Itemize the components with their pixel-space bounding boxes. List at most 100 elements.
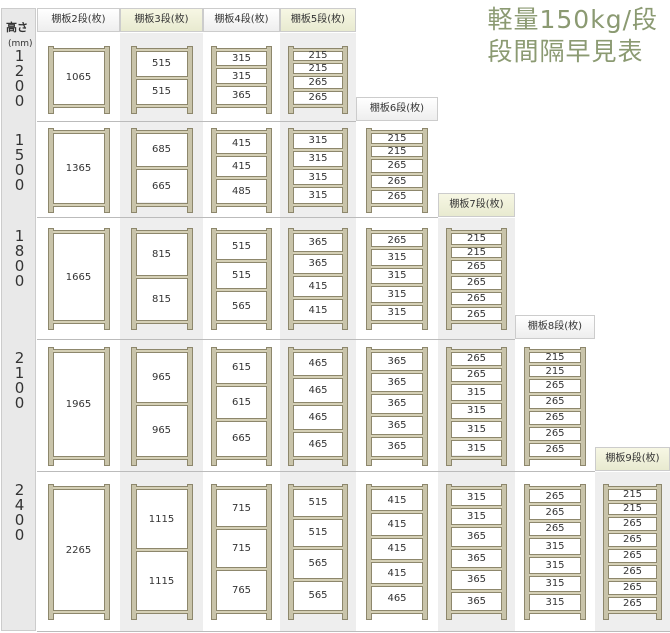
shelf-spacing: 415 [372, 490, 422, 511]
rack-shelf [52, 486, 105, 490]
rack-shelf [52, 230, 105, 234]
height-value: 2 1 0 0 [14, 349, 25, 412]
rack-shelf [216, 83, 267, 88]
rack-shelf [529, 486, 581, 490]
rack-shelf [135, 75, 188, 80]
rack-post [186, 45, 193, 114]
shelf-spacing: 215 [452, 247, 501, 258]
rack-shelf [371, 187, 423, 192]
shelf-spacing: 215 [609, 503, 656, 514]
rack-shelf [371, 610, 423, 614]
rack-shelf [451, 610, 502, 614]
rack-shelf [216, 320, 267, 324]
rack-post [103, 484, 110, 620]
shelf-spacing: 365 [372, 373, 422, 392]
column-header: 棚板5段(枚) [280, 8, 356, 32]
rack-shelf [293, 348, 343, 353]
shelf-spacing: 765 [217, 570, 266, 610]
rack-post [211, 127, 217, 213]
rack-shelf [135, 166, 188, 171]
rack-post [342, 346, 348, 466]
rack-shelf [52, 47, 105, 52]
shelf-spacing: 265 [609, 549, 656, 562]
shelf-spacing: 615 [217, 387, 266, 419]
table-cell: 1365 [37, 122, 120, 218]
column-header: 棚板2段(枚) [37, 8, 120, 32]
rack-post [446, 484, 452, 620]
rack-shelf [529, 407, 581, 412]
rack-shelf [371, 156, 423, 161]
rack-shelf [293, 184, 343, 189]
rack-shelf [529, 535, 581, 540]
rack-post [130, 45, 137, 114]
rack-post [656, 484, 662, 620]
rack-shelf [371, 301, 423, 306]
shelf-spacing: 315 [530, 557, 580, 573]
rack-shelf [529, 518, 581, 523]
rack-shelf [608, 593, 657, 598]
rack-post [266, 45, 272, 114]
rack-shelf [135, 548, 188, 552]
rack-post [342, 228, 348, 330]
shelf-spacing: 465 [372, 587, 422, 610]
rack-shelf [371, 412, 423, 417]
rack-shelf [608, 610, 657, 614]
shelf-spacing: 265 [530, 443, 580, 456]
shelf-spacing: 515 [294, 519, 342, 546]
shelf-spacing: 265 [452, 352, 501, 365]
rack-shelf [451, 418, 502, 423]
rack-shelf [135, 47, 188, 52]
rack-post [266, 127, 272, 213]
shelf-spacing: 265 [452, 308, 501, 320]
shelf-spacing: 965 [136, 352, 187, 402]
rack-shelf [216, 202, 267, 207]
shelf-spacing: 315 [217, 51, 266, 66]
shelf-spacing: 465 [294, 352, 342, 376]
rack-post [103, 346, 110, 466]
rack-shelf [135, 348, 188, 353]
rack-post [342, 127, 348, 213]
height-value: 1 2 0 0 [14, 47, 25, 110]
rack-shelf [451, 588, 502, 593]
shelf-spacing: 685 [136, 133, 187, 167]
shelf-spacing: 315 [452, 403, 501, 419]
shelf-spacing: 265 [530, 522, 580, 536]
shelf-spacing: 415 [372, 538, 422, 559]
rack-shelf [52, 455, 105, 460]
rack-post [103, 45, 110, 114]
shelf-spacing: 365 [217, 87, 266, 104]
rack-post [47, 228, 54, 330]
shelf-spacing: 315 [530, 539, 580, 554]
shelf-spacing: 315 [372, 287, 422, 302]
shelf-spacing: 1115 [136, 490, 187, 548]
rack-shelf [371, 171, 423, 176]
shelf-spacing: 315 [452, 422, 501, 437]
shelf-spacing: 215 [530, 352, 580, 363]
rack-shelf [608, 561, 657, 566]
rack-shelf [216, 610, 267, 614]
rack-shelf [451, 524, 502, 529]
column-header: 棚板4段(枚) [203, 8, 280, 32]
rack-shelf [371, 486, 423, 490]
rack-post [288, 484, 294, 620]
shelf-spacing: 465 [294, 406, 342, 429]
title-line-1: 軽量150kg/段 [487, 5, 658, 34]
shelf-spacing: 265 [530, 490, 580, 503]
rack-shelf [293, 486, 343, 490]
height-value: 2 4 0 0 [14, 481, 25, 544]
rack-post [186, 228, 193, 330]
rack-shelf [293, 251, 343, 256]
shelf-spacing: 215 [452, 233, 501, 244]
shelf-spacing: 1965 [53, 352, 104, 456]
rack-shelf [371, 246, 423, 251]
